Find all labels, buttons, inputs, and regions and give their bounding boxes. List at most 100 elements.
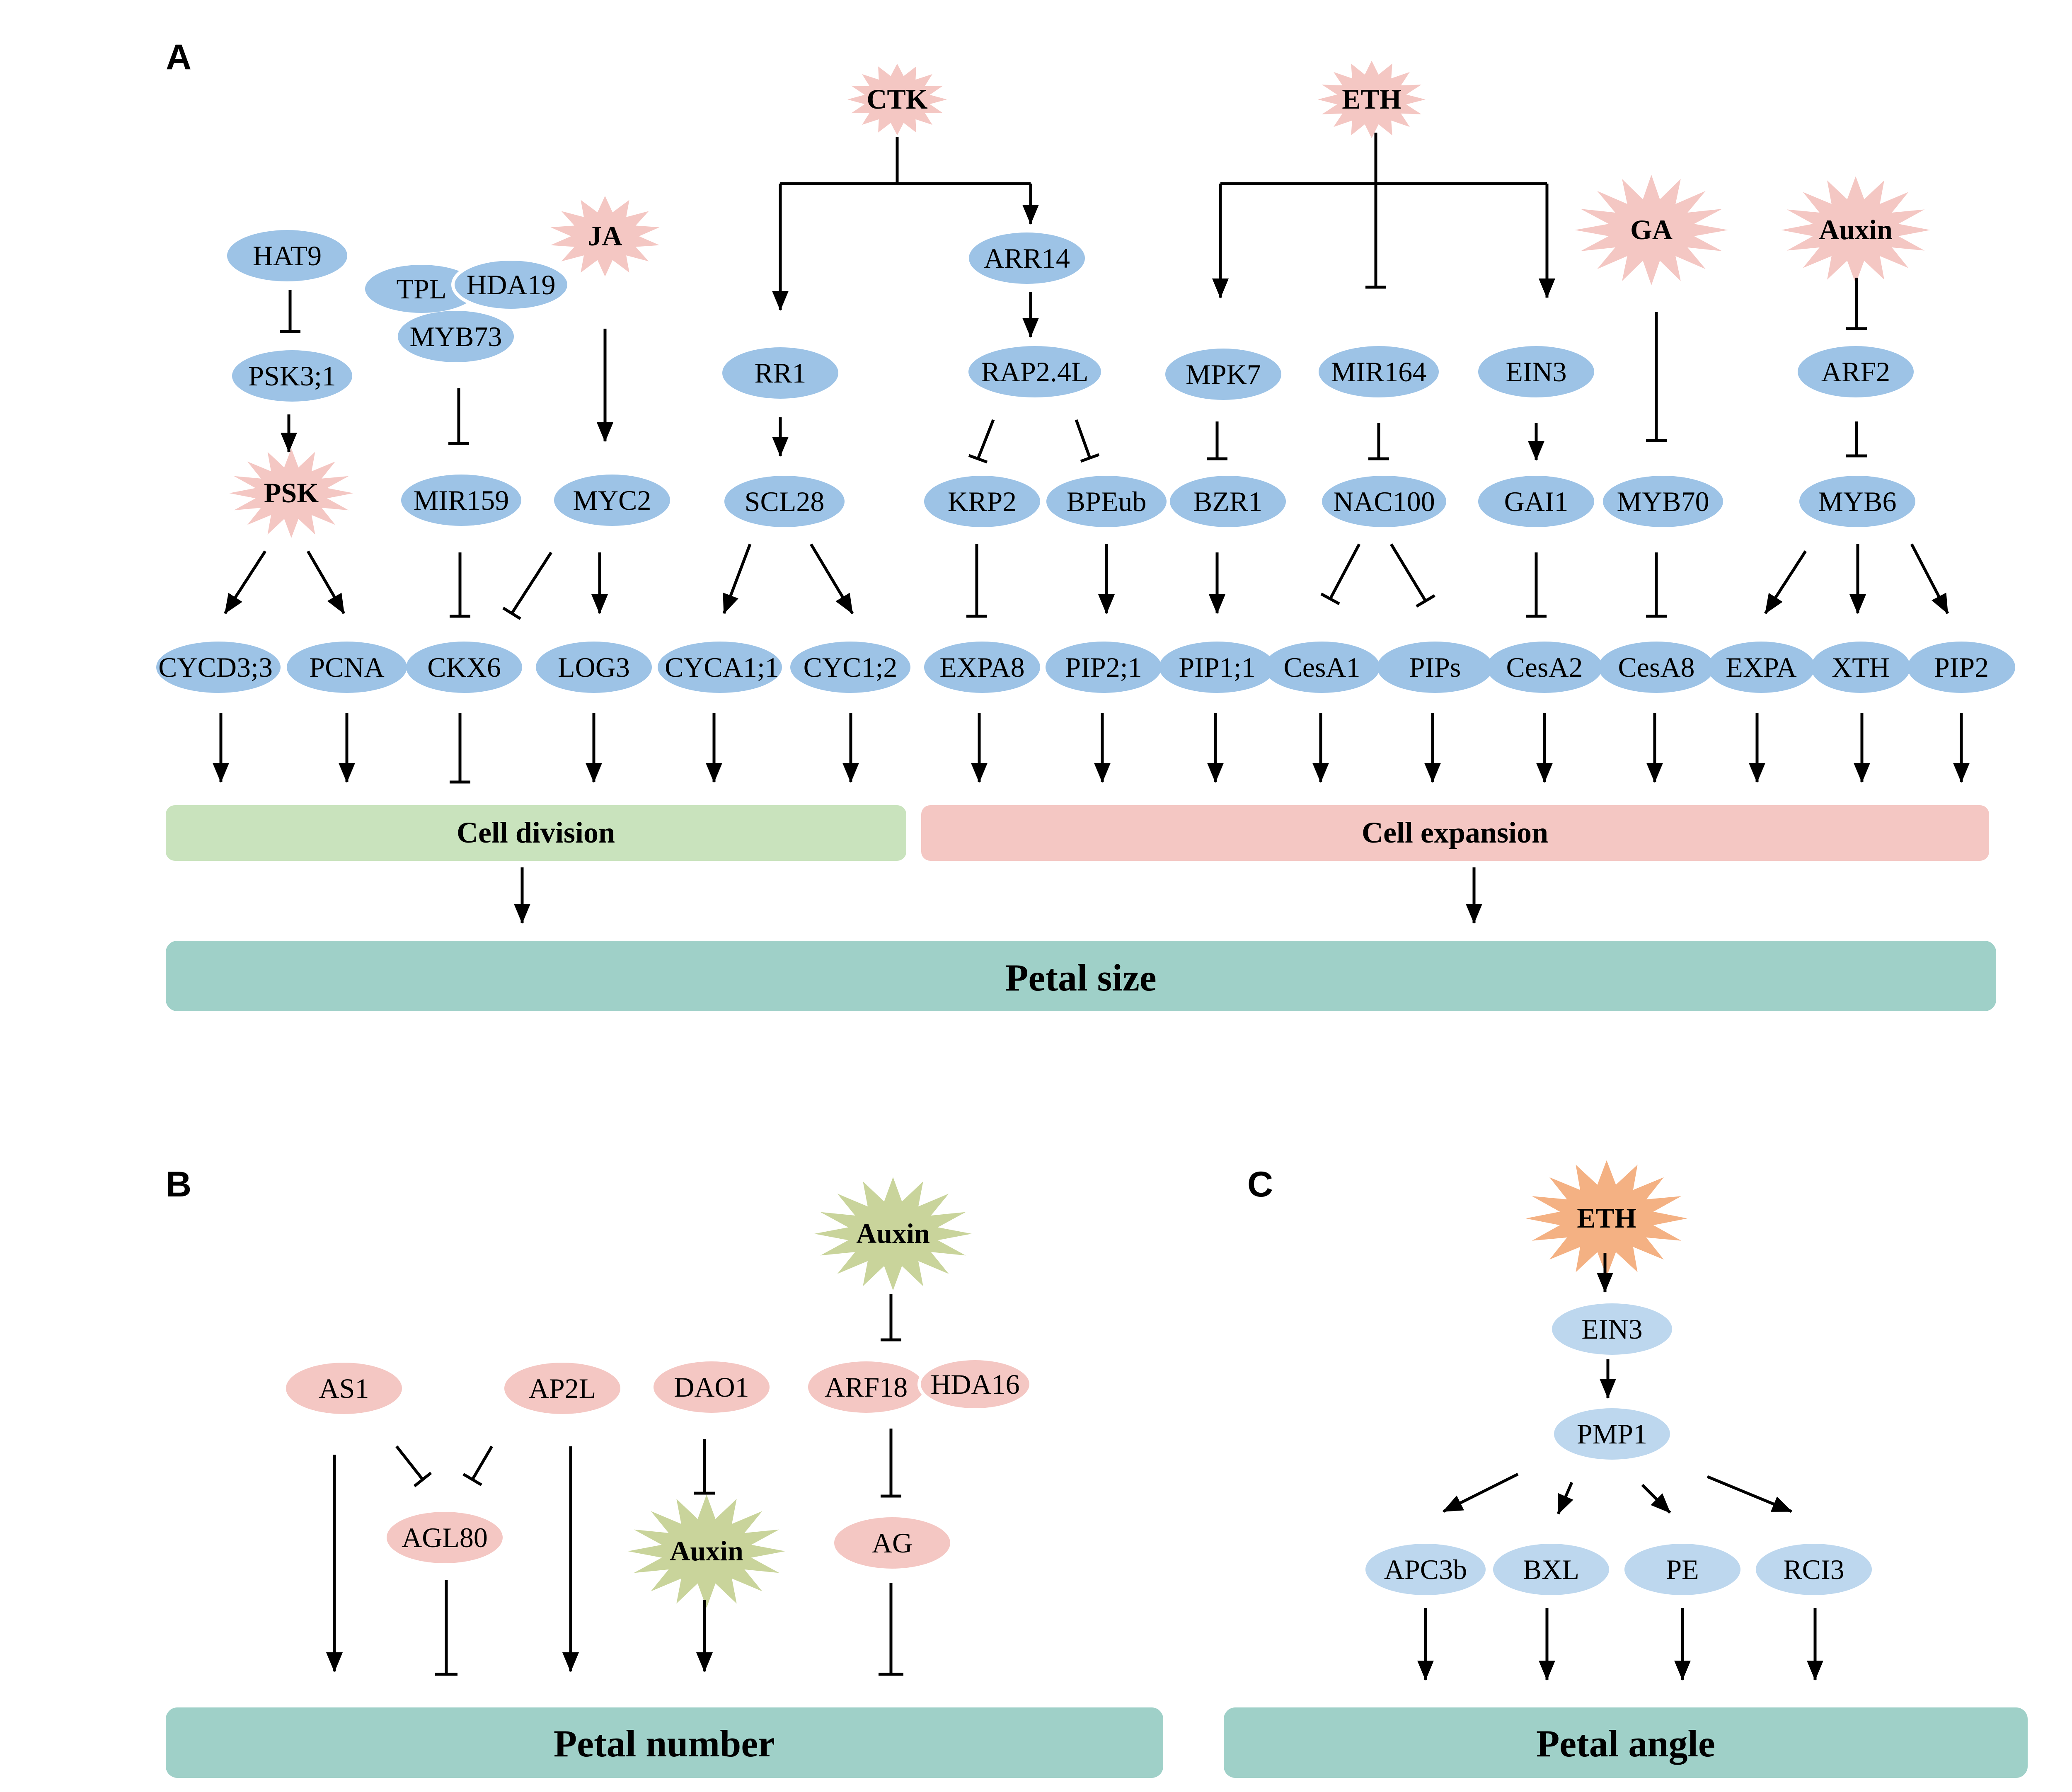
hormone-ja-label: JA: [588, 220, 622, 252]
gene-cyca1-1: CYCA1;1: [658, 642, 782, 693]
gene-pcna: PCNA: [287, 642, 407, 693]
svg-text:PIP2: PIP2: [1934, 651, 1989, 683]
svg-text:CKX6: CKX6: [427, 651, 501, 683]
svg-text:MPK7: MPK7: [1186, 358, 1261, 390]
svg-text:NAC100: NAC100: [1333, 486, 1435, 517]
gene-xth: XTH: [1811, 642, 1910, 693]
gene-pip1-1: PIP1;1: [1159, 642, 1275, 693]
svg-text:EIN3: EIN3: [1581, 1313, 1642, 1345]
svg-text:SCL28: SCL28: [745, 486, 825, 517]
gene-psk3-1: PSK3;1: [232, 350, 352, 402]
svg-text:BPEub: BPEub: [1067, 486, 1147, 517]
hormone-ctk: CTK: [847, 63, 947, 136]
box-petal-number-label: Petal number: [554, 1722, 775, 1765]
gene-ein3-c: EIN3: [1552, 1303, 1672, 1355]
box-petal-size-label: Petal size: [1005, 957, 1156, 999]
svg-text:CesA2: CesA2: [1506, 651, 1583, 683]
svg-text:EXPA8: EXPA8: [939, 651, 1024, 683]
hormone-eth-label: ETH: [1342, 83, 1402, 115]
hormone-auxin-b-mid-label: Auxin: [670, 1535, 743, 1567]
svg-text:BZR1: BZR1: [1193, 486, 1262, 517]
hormone-eth: ETH: [1318, 61, 1426, 138]
hormone-auxin-a-label: Auxin: [1819, 214, 1893, 245]
gene-pip2: PIP2: [1907, 642, 2015, 693]
gene-arr14: ARR14: [969, 232, 1085, 284]
hormone-auxin-b-mid: Auxin: [628, 1494, 785, 1608]
svg-text:CYC1;2: CYC1;2: [804, 651, 898, 683]
svg-text:ARF2: ARF2: [1821, 356, 1890, 387]
gene-rap2-4l: RAP2.4L: [968, 346, 1101, 397]
hormone-ctk-label: CTK: [867, 83, 927, 115]
svg-text:PCNA: PCNA: [309, 651, 384, 683]
svg-text:APC3b: APC3b: [1384, 1554, 1467, 1585]
gene-myb73: MYB73: [398, 311, 514, 362]
svg-text:MYB70: MYB70: [1617, 486, 1709, 517]
hormone-auxin-a: Auxin: [1781, 176, 1930, 284]
svg-text:PE: PE: [1666, 1554, 1699, 1585]
gene-bpeub: BPEub: [1046, 476, 1167, 527]
svg-text:TPL: TPL: [397, 273, 447, 305]
gene-cycd3-3: CYCD3;3: [156, 642, 281, 693]
gene-nac100: NAC100: [1322, 476, 1446, 527]
svg-text:AP2L: AP2L: [529, 1373, 596, 1404]
svg-text:ARR14: ARR14: [984, 242, 1070, 274]
svg-text:LOG3: LOG3: [558, 651, 630, 683]
gene-agl80: AGL80: [387, 1512, 503, 1563]
connectors-b: [326, 1294, 903, 1676]
gene-bzr1: BZR1: [1170, 476, 1286, 527]
svg-text:HAT9: HAT9: [253, 240, 322, 271]
hormone-auxin-b-top: Auxin: [814, 1177, 972, 1291]
box-cell-division-label: Cell division: [457, 816, 615, 849]
hormone-ga: GA: [1575, 174, 1728, 286]
gene-scl28: SCL28: [724, 476, 845, 527]
gene-dao1: DAO1: [654, 1361, 770, 1413]
gene-cyc1-2: CYC1;2: [790, 642, 910, 693]
gene-mir164: MIR164: [1319, 346, 1439, 397]
svg-text:RCI3: RCI3: [1783, 1554, 1844, 1585]
svg-text:DAO1: DAO1: [674, 1371, 749, 1403]
svg-text:PIPs: PIPs: [1409, 651, 1461, 683]
gene-ein3-a: EIN3: [1478, 346, 1594, 397]
svg-text:HDA16: HDA16: [930, 1368, 1019, 1400]
gene-as1: AS1: [286, 1363, 402, 1414]
panel-label-c: C: [1247, 1165, 1273, 1204]
gene-gai1: GAI1: [1478, 476, 1594, 527]
gene-rci3: RCI3: [1756, 1544, 1872, 1595]
gene-hda16: HDA16: [917, 1357, 1033, 1412]
svg-text:CYCA1;1: CYCA1;1: [665, 651, 779, 683]
hormone-eth-c-label: ETH: [1577, 1202, 1636, 1234]
gene-ag: AG: [834, 1517, 950, 1569]
hormone-ja: JA: [550, 196, 660, 277]
gene-cesa1: CesA1: [1264, 642, 1380, 693]
panel-label-a: A: [166, 37, 191, 77]
box-petal-angle-label: Petal angle: [1536, 1722, 1715, 1765]
gene-ckx6: CKX6: [406, 642, 522, 693]
gene-log3: LOG3: [536, 642, 652, 693]
gene-rr1: RR1: [722, 347, 838, 399]
gene-pe: PE: [1624, 1544, 1740, 1595]
box-petal-size: Petal size: [166, 941, 1996, 1011]
box-cell-expansion: Cell expansion: [921, 805, 1989, 861]
gene-krp2: KRP2: [924, 476, 1040, 527]
svg-text:CesA1: CesA1: [1283, 651, 1360, 683]
svg-text:MYB73: MYB73: [410, 321, 502, 352]
svg-text:RR1: RR1: [755, 357, 806, 389]
svg-text:AGL80: AGL80: [402, 1522, 488, 1553]
gene-tpl: TPL: [362, 262, 481, 316]
svg-text:MYB6: MYB6: [1818, 486, 1897, 517]
gene-expa: EXPA: [1707, 642, 1815, 693]
panel-label-b: B: [166, 1165, 191, 1204]
svg-text:EIN3: EIN3: [1506, 356, 1566, 387]
gene-pips: PIPs: [1377, 642, 1493, 693]
gene-hat9: HAT9: [227, 230, 347, 281]
gene-apc3b: APC3b: [1365, 1544, 1486, 1595]
gene-myb6: MYB6: [1799, 476, 1915, 527]
gene-ap2l: AP2L: [504, 1363, 620, 1414]
hormone-eth-c: ETH: [1526, 1160, 1687, 1277]
gene-myb70: MYB70: [1603, 476, 1723, 527]
box-cell-expansion-label: Cell expansion: [1362, 816, 1548, 849]
svg-text:PIP1;1: PIP1;1: [1179, 651, 1255, 683]
gene-hda19: HDA19: [451, 257, 571, 312]
svg-text:RAP2.4L: RAP2.4L: [981, 356, 1089, 387]
